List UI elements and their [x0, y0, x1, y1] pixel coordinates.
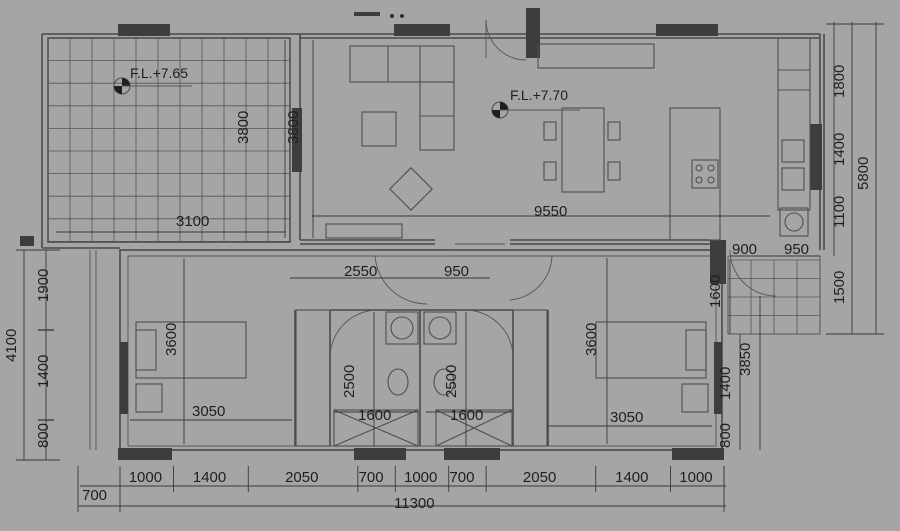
bath2-height-dim: 2500: [443, 365, 460, 398]
bottom-dim-label: 700: [359, 469, 384, 486]
bottom-dim-label: 1000: [404, 469, 437, 486]
symbol-marks: [390, 14, 404, 18]
left-dimension-chain: [16, 249, 60, 461]
bedroom-furniture: [135, 249, 821, 447]
bath1-height-dim: 2500: [341, 365, 358, 398]
bottom-dim-label: 700: [449, 469, 474, 486]
right-dimension-chain: [739, 22, 884, 450]
hall-width-1-dim: 2550: [344, 263, 377, 280]
right-dim-800: 800: [717, 423, 734, 448]
bottom-dim-label: 2050: [285, 469, 318, 486]
bottom-dim-label: 1400: [615, 469, 648, 486]
left-dim-1900: 1900: [35, 269, 52, 302]
bath1-width-dim: 1600: [358, 407, 391, 424]
level-marker-terrace: F.L.+7.65: [113, 65, 192, 95]
right-dim-1400: 1400: [831, 133, 848, 166]
right-dim-1400b: 1400: [717, 367, 734, 400]
hall-width-2-dim: 950: [444, 263, 469, 280]
left-dim-1400: 1400: [35, 355, 52, 388]
laundry-height-dim: 1600: [707, 275, 724, 308]
laundry-width-1-dim: 900: [732, 241, 757, 258]
bed1-height-dim: 3600: [163, 323, 180, 356]
right-dim-1100: 1100: [831, 196, 848, 228]
right-dim-1800: 1800: [831, 65, 848, 98]
bottom-dim-label: 1000: [129, 469, 162, 486]
total-width-dim: 11300: [394, 495, 435, 512]
terrace-tiles: [47, 37, 291, 243]
right-dim-3850: 3850: [737, 343, 754, 376]
living-width-dim: 9550: [534, 203, 567, 220]
bottom-dimension-labels: 1000 1400 2050 700 1000 700 2050 1400 1000: [129, 469, 713, 486]
laundry-width-2-dim: 950: [784, 241, 809, 258]
bath2-width-dim: 1600: [450, 407, 483, 424]
bottom-dim-label: 1000: [679, 469, 712, 486]
living-height-dim: 3800: [285, 111, 302, 144]
interior-dimensions: [56, 40, 820, 446]
bed1-width-dim: 3050: [192, 403, 225, 420]
bed2-height-dim: 3600: [583, 323, 600, 356]
bed2-width-dim: 3050: [610, 409, 643, 426]
hatched-walls: [20, 8, 822, 460]
living-level-label: F.L.+7.70: [510, 87, 568, 103]
bottom-dim-label: 2050: [523, 469, 556, 486]
right-dim-5800: 5800: [855, 157, 872, 190]
terrace-height-dim: 3800: [235, 111, 252, 144]
terrace-level-label: F.L.+7.65: [130, 65, 188, 81]
terrace-width-dim: 3100: [176, 213, 209, 230]
living-furniture: [325, 19, 811, 245]
bottom-offset-dim: 700: [82, 487, 107, 504]
level-marker-living: F.L.+7.70: [491, 87, 580, 119]
right-dim-1500: 1500: [831, 271, 848, 304]
bottom-dim-label: 1400: [193, 469, 226, 486]
left-dim-4100: 4100: [3, 329, 20, 362]
left-dim-800: 800: [35, 423, 52, 448]
bottom-dimension-chain: [77, 466, 726, 512]
